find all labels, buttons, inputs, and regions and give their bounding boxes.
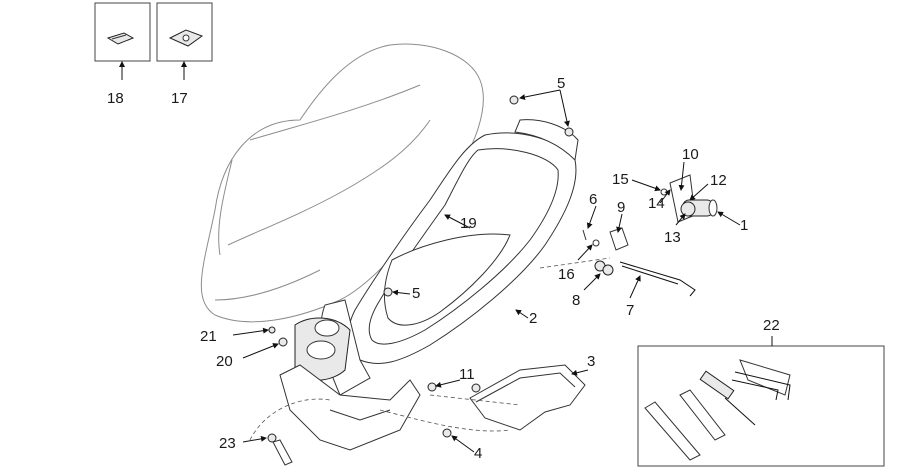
callout-17: 17 bbox=[171, 90, 188, 107]
callout-8: 8 bbox=[572, 292, 580, 309]
detail-box-18 bbox=[94, 2, 151, 62]
callout-5-top: 5 bbox=[557, 75, 565, 92]
callout-2: 2 bbox=[529, 310, 537, 327]
callout-7: 7 bbox=[626, 302, 634, 319]
callout-20: 20 bbox=[216, 353, 233, 370]
callout-12: 12 bbox=[710, 172, 727, 189]
callout-16: 16 bbox=[558, 266, 575, 283]
callout-14: 14 bbox=[648, 195, 665, 212]
lock-assembly bbox=[582, 174, 718, 297]
callout-23: 23 bbox=[219, 435, 236, 452]
callout-10: 10 bbox=[682, 146, 699, 163]
callout-4: 4 bbox=[474, 445, 482, 462]
callout-18: 18 bbox=[107, 90, 124, 107]
callout-21: 21 bbox=[200, 328, 217, 345]
callout-labels: 18 17 5 10 15 12 6 9 14 1 13 19 16 5 8 7… bbox=[107, 75, 780, 462]
callout-22: 22 bbox=[763, 317, 780, 334]
callout-5-center: 5 bbox=[412, 285, 420, 302]
callout-13: 13 bbox=[664, 229, 681, 246]
tool-kit-box bbox=[637, 345, 885, 467]
leader-lines bbox=[119, 61, 773, 453]
callout-9: 9 bbox=[617, 199, 625, 216]
tool-cover bbox=[469, 364, 586, 431]
callout-6: 6 bbox=[589, 191, 597, 208]
callout-15: 15 bbox=[612, 171, 629, 188]
screws bbox=[267, 95, 574, 466]
helmet-compartment bbox=[279, 119, 579, 451]
callout-1: 1 bbox=[740, 217, 748, 234]
seat bbox=[200, 43, 484, 323]
detail-box-17 bbox=[156, 2, 213, 62]
callout-3: 3 bbox=[587, 353, 595, 370]
reference-lines bbox=[249, 257, 611, 441]
callout-19: 19 bbox=[460, 215, 477, 232]
callout-11: 11 bbox=[459, 366, 475, 383]
